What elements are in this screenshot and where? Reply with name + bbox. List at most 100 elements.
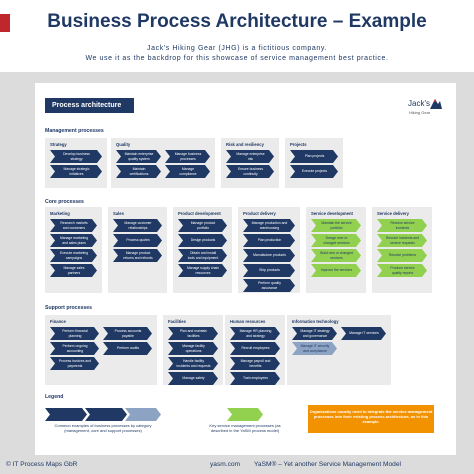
process-manage-facility-operations: Manage facility operations bbox=[168, 342, 218, 355]
group-title: Strategy bbox=[50, 142, 67, 147]
footer-model: YaSM® – Yet another Service Management M… bbox=[254, 461, 401, 468]
process-perform-quality-assurance: Perform quality assurance bbox=[243, 279, 295, 292]
process-build-new-or-changed-services: Build new or changed services bbox=[311, 249, 361, 262]
process-manage-marketing-and-sales-plans: Manage marketing and sales plans bbox=[50, 234, 97, 247]
core-label: Core processes bbox=[45, 199, 84, 205]
legend-chevron bbox=[85, 408, 127, 421]
process-manage-product-returns-and-refunds: Manage product returns and refunds bbox=[113, 249, 162, 262]
process-perform-financial-planning: Perform financial planning bbox=[50, 327, 99, 340]
process-plan-projects: Plan projects bbox=[290, 150, 338, 163]
company-logo: Jack's Hiking Gear bbox=[408, 95, 442, 121]
process-resolve-incidents-and-service-requests: Resolve incidents and service requests bbox=[377, 234, 427, 247]
process-manage-it-security-and-compliance: Manage IT security and compliance bbox=[292, 342, 337, 355]
footer: © IT Process Maps GbR yasm.com YaSM® – Y… bbox=[0, 457, 474, 474]
process-process-quotes: Process quotes bbox=[113, 234, 162, 247]
footer-copyright: © IT Process Maps GbR bbox=[6, 461, 78, 468]
process-manage-product-portfolio: Manage product portfolio bbox=[178, 219, 227, 232]
group-title: Finance bbox=[50, 319, 66, 324]
support-label: Support processes bbox=[45, 305, 92, 311]
process-manage-hr-planning-and-strategy: Manage HR planning and strategy bbox=[230, 327, 280, 340]
process-process-invoices-and-payments: Process invoices and payments bbox=[50, 357, 99, 370]
process-perform-ongoing-accounting: Perform ongoing accounting bbox=[50, 342, 99, 355]
group-title: Marketing bbox=[50, 211, 70, 216]
legend-text-key: Key service management processes (as des… bbox=[209, 423, 281, 433]
group-title: Quality bbox=[116, 142, 131, 147]
legend-text-common: Common examples of business processes by… bbox=[54, 423, 152, 433]
process-manage-production-and-warehousing: Manage production and warehousing bbox=[243, 219, 295, 232]
process-manage-business-processes: Manage business processes bbox=[165, 150, 210, 163]
process-handle-facility-incidents-and-requests: Handle facility incidents and requests bbox=[168, 357, 218, 370]
process-research-markets-and-customers: Research markets and customers bbox=[50, 219, 97, 232]
process-design-products: Design products bbox=[178, 234, 227, 247]
diagram-card: Process architecture Jack's Hiking Gear … bbox=[35, 83, 456, 455]
group-title: Service development bbox=[311, 211, 353, 216]
process-manage-payroll-and-benefits: Manage payroll and benefits bbox=[230, 357, 280, 370]
group-title: Human resources bbox=[230, 319, 266, 324]
diagram-title: Process architecture bbox=[45, 98, 134, 113]
process-manufacture-products: Manufacture products bbox=[243, 249, 295, 262]
group-title: Product delivery bbox=[243, 211, 276, 216]
process-improve-the-services: Improve the services bbox=[311, 264, 361, 277]
process-process-accounts-payable: Process accounts payable bbox=[103, 327, 152, 340]
process-ship-products: Ship products bbox=[243, 264, 295, 277]
process-produce-service-quality-reports: Produce service quality reports bbox=[377, 264, 427, 277]
legend-chevron bbox=[125, 408, 161, 421]
group-title: Facilities bbox=[168, 319, 186, 324]
process-plan-production: Plan production bbox=[243, 234, 295, 247]
process-execute-projects: Execute projects bbox=[290, 165, 338, 178]
logo-subtitle: Hiking Gear bbox=[409, 110, 431, 115]
process-resolve-problems: Resolve problems bbox=[377, 249, 427, 262]
process-manage-it-services: Manage IT services bbox=[341, 327, 386, 340]
header: Business Process Architecture – Example … bbox=[0, 0, 474, 72]
process-manage-sales-partners: Manage sales partners bbox=[50, 264, 97, 277]
process-execute-marketing-campaigns: Execute marketing campaigns bbox=[50, 249, 97, 262]
process-manage-compliance: Manage compliance bbox=[165, 165, 210, 178]
management-label: Management processes bbox=[45, 128, 104, 134]
process-train-employees: Train employees bbox=[230, 372, 280, 385]
logo-name: Jack's bbox=[408, 99, 430, 108]
process-manage-it-strategy-and-governance: Manage IT strategy and governance bbox=[292, 327, 337, 340]
legend-chevron bbox=[45, 408, 87, 421]
process-resolve-service-incidents: Resolve service incidents bbox=[377, 219, 427, 232]
process-design-new-or-changed-services: Design new or changed services bbox=[311, 234, 361, 247]
process-manage-supply-chain-resources: Manage supply chain resources bbox=[178, 264, 227, 277]
process-manage-safety: Manage safety bbox=[168, 372, 218, 385]
mountain-icon bbox=[430, 99, 442, 109]
process-manage-strategic-initiatives: Manage strategic initiatives bbox=[50, 165, 102, 178]
process-maintain-certifications: Maintain certifications bbox=[116, 165, 161, 178]
process-manage-enterprise-risk: Manage enterprise risk bbox=[226, 150, 274, 163]
legend-chevron-green bbox=[227, 408, 263, 421]
process-develop-business-strategy: Develop business strategy bbox=[50, 150, 102, 163]
brand-mark bbox=[0, 14, 10, 32]
process-plan-and-maintain-facilities: Plan and maintain facilities bbox=[168, 327, 218, 340]
group-title: Risk and resiliency bbox=[226, 142, 264, 147]
subtitle-company: Jack's Hiking Gear (JHG) is a fictitious… bbox=[147, 45, 327, 52]
page-title: Business Process Architecture – Example bbox=[47, 11, 427, 32]
process-perform-audits: Perform audits bbox=[103, 342, 152, 355]
subtitle-purpose: We use it as the backdrop for this showc… bbox=[85, 55, 389, 62]
process-maintain-enterprise-quality-system: Maintain enterprise quality system bbox=[116, 150, 161, 163]
integration-note: Organizations usually need to integrate … bbox=[308, 405, 434, 433]
legend-title: Legend bbox=[45, 394, 64, 400]
process-manage-customer-relationships: Manage customer relationships bbox=[113, 219, 162, 232]
process-ensure-business-continuity: Ensure business continuity bbox=[226, 165, 274, 178]
process-maintain-the-service-portfolio: Maintain the service portfolio bbox=[311, 219, 361, 232]
group-title: Information technology bbox=[292, 319, 339, 324]
process-recruit-employees: Recruit employees bbox=[230, 342, 280, 355]
footer-url: yasm.com bbox=[210, 461, 241, 468]
group-title: Service delivery bbox=[377, 211, 409, 216]
group-title: Sales bbox=[113, 211, 124, 216]
